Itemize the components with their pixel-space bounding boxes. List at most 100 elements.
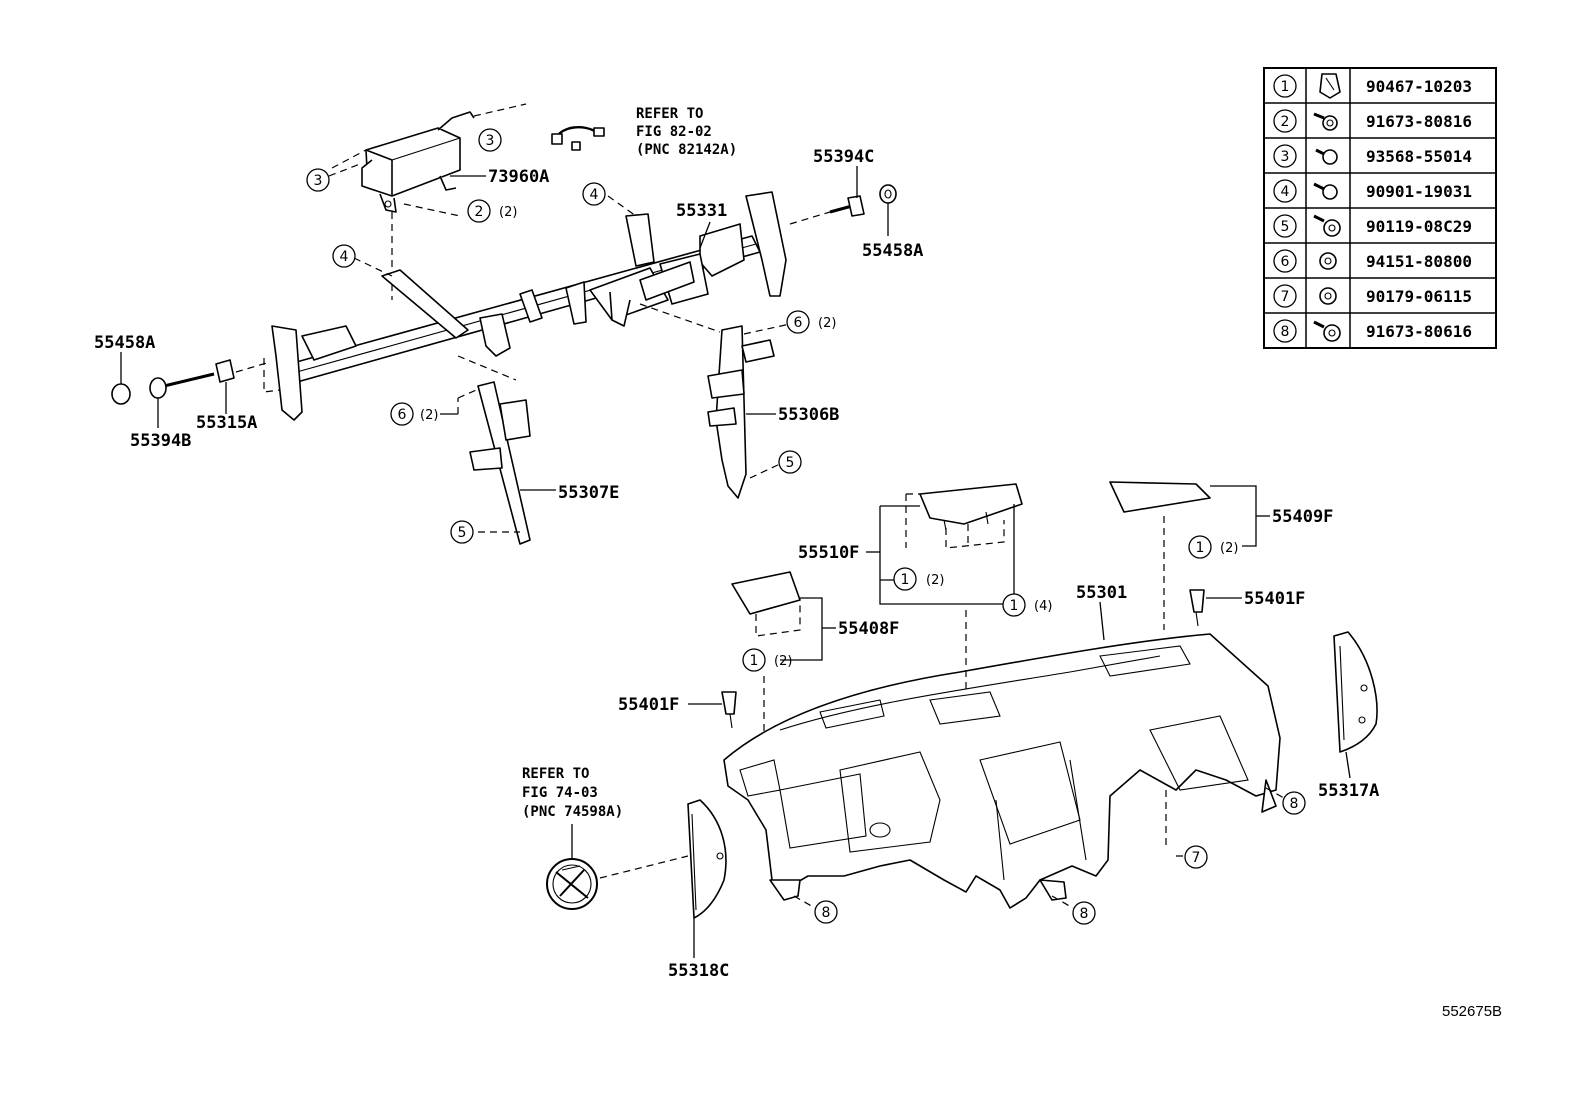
label-55306b: 55306B — [778, 405, 839, 425]
warning-label-illustration — [546, 858, 598, 910]
callout-3-top: 3 — [478, 128, 502, 152]
table-row: 3 93568-55014 — [1273, 144, 1472, 168]
svg-text:(2): (2) — [1220, 541, 1238, 556]
airbag-module-73960a-illustration — [361, 111, 475, 213]
svg-text:7: 7 — [1281, 289, 1290, 305]
side-panel-55317a-illustration — [1333, 631, 1378, 753]
callout-5-right: 5 — [778, 450, 802, 474]
svg-text:4: 4 — [1281, 184, 1290, 200]
svg-text:(2): (2) — [818, 316, 836, 331]
label-55394c: 55394C — [813, 147, 874, 167]
svg-text:(2): (2) — [926, 573, 944, 588]
instrument-panel-55301-illustration — [723, 633, 1281, 909]
table-row: 5 90119-08C29 — [1273, 214, 1472, 238]
svg-text:90179-06115: 90179-06115 — [1366, 287, 1472, 306]
callout-8-left: 8 — [814, 900, 838, 924]
callout-1-55409f: 1 (2) — [1188, 535, 1238, 559]
refer-note-fig-82-02: REFER TO FIG 82-02 (PNC 82142A) — [636, 106, 737, 158]
refer-note-fig-74-03: REFER TO FIG 74-03 (PNC 74598A) — [522, 766, 623, 820]
svg-text:6: 6 — [398, 407, 407, 423]
label-55401f-right: 55401F — [1244, 589, 1305, 609]
callout-3-left: 3 — [306, 168, 330, 192]
label-73960a: 73960A — [488, 167, 549, 187]
svg-text:93568-55014: 93568-55014 — [1366, 147, 1472, 166]
svg-text:1: 1 — [1010, 598, 1019, 614]
table-row: 7 90179-06115 — [1273, 284, 1472, 308]
collar-55315a-illustration — [215, 359, 235, 383]
callout-7: 7 — [1184, 845, 1208, 869]
pad-55409f-illustration — [1109, 481, 1211, 513]
svg-text:3: 3 — [314, 173, 323, 189]
svg-text:90901-19031: 90901-19031 — [1366, 182, 1472, 201]
svg-text:8: 8 — [1080, 906, 1089, 922]
table-row: 4 90901-19031 — [1273, 179, 1472, 203]
bolt-washer-icon — [1313, 320, 1341, 342]
callout-8-center: 8 — [1072, 901, 1096, 925]
svg-text:5: 5 — [1281, 219, 1290, 235]
svg-text:4: 4 — [340, 249, 349, 265]
bolt-washer-icon — [1313, 214, 1341, 237]
clip-icon — [1319, 73, 1341, 99]
svg-text:94151-80800: 94151-80800 — [1366, 252, 1472, 271]
label-55409f: 55409F — [1272, 507, 1333, 527]
label-55510f: 55510F — [798, 543, 859, 563]
svg-text:90467-10203: 90467-10203 — [1366, 77, 1472, 96]
table-row: 6 94151-80800 — [1273, 249, 1472, 273]
bracket-55306b-illustration — [707, 325, 775, 499]
callout-8-right: 8 — [1282, 791, 1306, 815]
svg-text:90119-08C29: 90119-08C29 — [1366, 217, 1472, 236]
table-row: 8 91673-80616 — [1273, 319, 1472, 343]
svg-text:(2): (2) — [499, 205, 517, 220]
callout-4-right: 4 — [582, 182, 606, 206]
nut-55458a-left-illustration — [111, 383, 131, 405]
side-panel-55318c-illustration — [687, 799, 727, 919]
label-55318c: 55318C — [668, 961, 729, 981]
fastener-table: 1 90467-10203 2 91673-80816 3 — [1263, 67, 1497, 349]
clip-55401f-left-illustration — [721, 691, 737, 729]
callout-5-left: 5 — [450, 520, 474, 544]
label-55301: 55301 — [1076, 583, 1127, 603]
svg-text:1: 1 — [1281, 79, 1290, 95]
callout-6-left: 6 (2) — [390, 402, 438, 426]
svg-text:91673-80816: 91673-80816 — [1366, 112, 1472, 131]
instrument-panel-reinforcement-55331-illustration — [271, 191, 787, 421]
svg-text:4: 4 — [590, 187, 599, 203]
svg-text:2: 2 — [475, 204, 484, 220]
callout-1-55510f: 1 (2) — [893, 567, 944, 591]
nut-icon — [1319, 252, 1337, 270]
table-row: 2 91673-80816 — [1273, 109, 1472, 133]
bolt-55394b-illustration — [149, 372, 215, 399]
svg-text:2: 2 — [1281, 114, 1290, 130]
callout-6-right: 6 (2) — [786, 310, 836, 334]
bolt-icon — [1315, 148, 1338, 165]
bolt-55394c-illustration — [829, 195, 865, 217]
svg-text:7: 7 — [1192, 850, 1201, 866]
svg-text:(4): (4) — [1034, 599, 1052, 614]
svg-text:1: 1 — [901, 572, 910, 588]
svg-text:(2): (2) — [774, 654, 792, 669]
svg-text:3: 3 — [486, 133, 495, 149]
callout-2-airbag: 2 (2) — [467, 199, 517, 223]
pad-55408f-illustration — [731, 571, 801, 615]
label-55401f-left: 55401F — [618, 695, 679, 715]
label-55315a: 55315A — [196, 413, 257, 433]
svg-text:1: 1 — [750, 653, 759, 669]
label-55408f: 55408F — [838, 619, 899, 639]
svg-text:8: 8 — [822, 905, 831, 921]
label-55394b: 55394B — [130, 431, 191, 451]
cover-55510f-illustration — [919, 483, 1023, 531]
svg-text:5: 5 — [786, 455, 795, 471]
svg-text:6: 6 — [1281, 254, 1290, 270]
airbag-connector-illustration — [551, 126, 605, 151]
nut-icon — [1319, 287, 1337, 305]
svg-text:(2): (2) — [420, 408, 438, 423]
svg-text:3: 3 — [1281, 149, 1290, 165]
svg-text:6: 6 — [794, 315, 803, 331]
callout-1-panel: 1 (4) — [1002, 593, 1052, 617]
svg-text:8: 8 — [1281, 324, 1290, 340]
label-55307e: 55307E — [558, 483, 619, 503]
callout-4-left: 4 — [332, 244, 356, 268]
bolt-icon — [1313, 182, 1338, 200]
svg-text:8: 8 — [1290, 796, 1299, 812]
